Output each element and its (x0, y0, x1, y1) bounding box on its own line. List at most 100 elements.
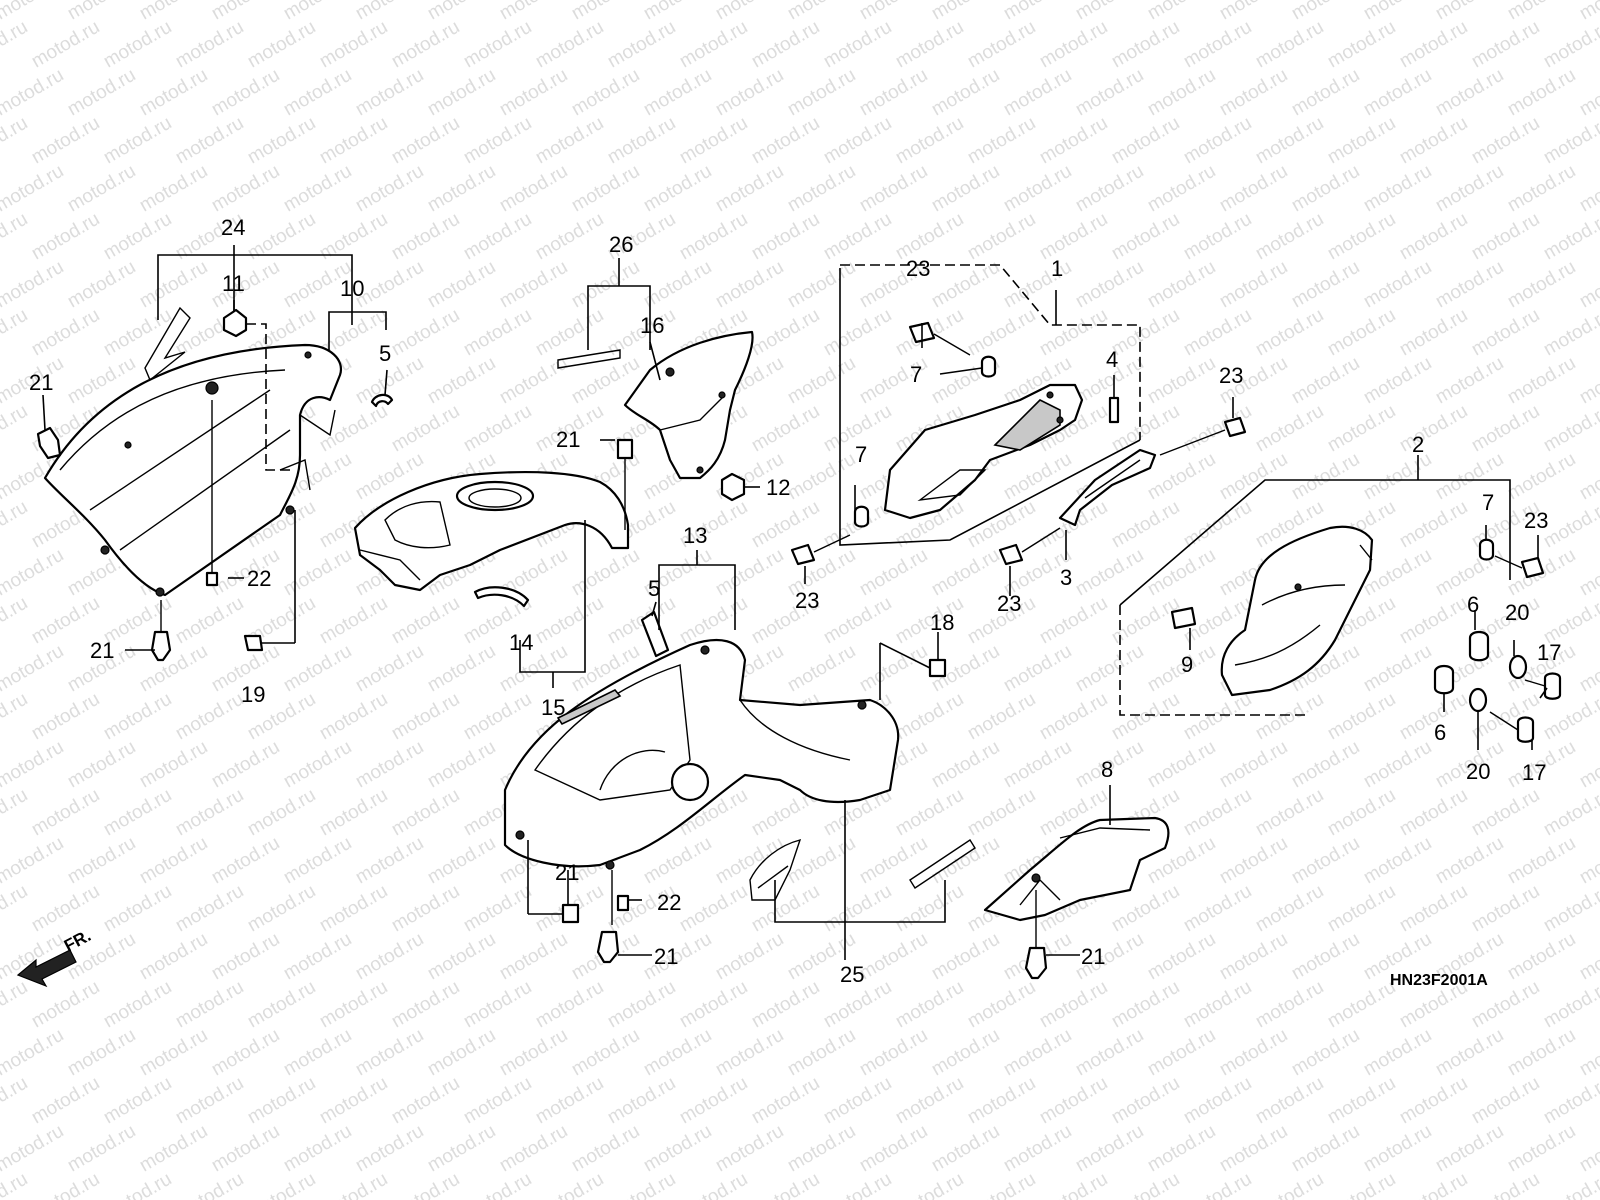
watermark-text: motod.ru (928, 65, 1003, 121)
callout-3: 3 (1060, 565, 1072, 590)
watermark-text: motod.ru (352, 0, 427, 24)
watermark-text: motod.ru (352, 65, 427, 121)
watermark-text: motod.ru (1468, 401, 1543, 457)
watermark-text: motod.ru (568, 161, 643, 217)
watermark-text: motod.ru (1180, 305, 1255, 361)
watermark-text: motod.ru (1576, 161, 1600, 217)
watermark-text: motod.ru (388, 1169, 463, 1200)
watermark-text: motod.ru (856, 161, 931, 217)
watermark-text: motod.ru (1504, 1121, 1579, 1177)
part-screw-17a (1524, 672, 1562, 700)
callout-6-top: 6 (1467, 592, 1479, 617)
watermark-text: motod.ru (1180, 785, 1255, 841)
watermark-text: motod.ru (1504, 65, 1579, 121)
callout-8: 8 (1101, 757, 1113, 782)
watermark-text: motod.ru (1288, 1025, 1363, 1081)
watermark-text: motod.ru (460, 305, 535, 361)
callout-7-left: 7 (855, 442, 867, 467)
watermark-text: motod.ru (0, 641, 67, 697)
watermark-text: motod.ru (604, 1169, 679, 1200)
watermark-text: motod.ru (1144, 929, 1219, 985)
watermark-text: motod.ru (1144, 0, 1219, 24)
watermark-text: motod.ru (100, 1073, 175, 1129)
watermark-text: motod.ru (712, 0, 787, 24)
watermark-text: motod.ru (424, 641, 499, 697)
watermark-text: motod.ru (0, 257, 67, 313)
watermark-text: motod.ru (820, 1169, 895, 1200)
assembly-lines (42, 245, 1548, 960)
part-bolt-18 (879, 642, 947, 700)
watermark-text: motod.ru (1252, 17, 1327, 73)
watermark-text: motod.ru (712, 257, 787, 313)
watermark-text: motod.ru (208, 257, 283, 313)
watermark-text: motod.ru (136, 641, 211, 697)
watermark-text: motod.ru (640, 161, 715, 217)
part-decal-25b (909, 839, 976, 889)
watermark-text: motod.ru (1252, 1073, 1327, 1129)
watermark-text: motod.ru (820, 881, 895, 937)
watermark-text: motod.ru (0, 497, 31, 553)
watermark-text: motod.ru (424, 929, 499, 985)
watermark-text: motod.ru (0, 161, 67, 217)
watermark-text: motod.ru (0, 305, 31, 361)
watermark-text: motod.ru (1216, 833, 1291, 889)
watermark-text: motod.ru (1180, 881, 1255, 937)
watermark-text: motod.ru (1144, 545, 1219, 601)
watermark-text: motod.ru (1396, 1169, 1471, 1200)
watermark-text: motod.ru (136, 161, 211, 217)
watermark-text: motod.ru (244, 977, 319, 1033)
part-rivet-21e (596, 930, 620, 964)
part-collar-7c (1478, 538, 1495, 561)
watermark-text: motod.ru (1072, 65, 1147, 121)
watermark-text: motod.ru (280, 0, 355, 24)
watermark-text: motod.ru (1000, 641, 1075, 697)
watermark-text: motod.ru (352, 641, 427, 697)
part-decal-26 (557, 349, 621, 369)
watermark-text: motod.ru (1468, 113, 1543, 169)
watermark-text: motod.ru (0, 545, 67, 601)
watermark-text: motod.ru (280, 1121, 355, 1177)
watermark-text: motod.ru (1144, 737, 1219, 793)
watermark-text: motod.ru (280, 737, 355, 793)
watermark-text: motod.ru (1000, 1121, 1075, 1177)
part-collar-7a (980, 355, 997, 378)
watermark-text: motod.ru (0, 881, 31, 937)
watermark-text: motod.ru (1000, 737, 1075, 793)
watermark-text: motod.ru (1432, 0, 1507, 24)
watermark-text: motod.ru (1504, 161, 1579, 217)
watermark-text: motod.ru (244, 785, 319, 841)
callout-17-top: 17 (1537, 640, 1561, 665)
watermark-text: motod.ru (460, 209, 535, 265)
watermark-text: motod.ru (1288, 1121, 1363, 1177)
watermark-text: motod.ru (1468, 1169, 1543, 1200)
watermark-text: motod.ru (1036, 305, 1111, 361)
watermark-text: motod.ru (748, 17, 823, 73)
callout-11: 11 (222, 271, 245, 296)
watermark-text: motod.ru (1324, 977, 1399, 1033)
watermark-text: motod.ru (1576, 65, 1600, 121)
callout-25: 25 (840, 962, 864, 987)
part-nut-12 (720, 472, 746, 502)
watermark-text: motod.ru (316, 593, 391, 649)
part-screw-22b (611, 870, 630, 925)
watermark-text: motod.ru (136, 0, 211, 24)
watermark-text: motod.ru (676, 17, 751, 73)
watermark-text: motod.ru (1324, 1073, 1399, 1129)
watermark-text: motod.ru (1540, 497, 1600, 553)
watermark-text: motod.ru (460, 1169, 535, 1200)
watermark-text: motod.ru (784, 449, 859, 505)
callout-23-left: 23 (795, 588, 819, 613)
callout-7-top: 7 (910, 362, 922, 387)
watermark-text: motod.ru (1468, 785, 1543, 841)
watermark-text: motod.ru (568, 65, 643, 121)
watermark-text: motod.ru (1180, 1073, 1255, 1129)
watermark-text: motod.ru (748, 305, 823, 361)
watermark-text: motod.ru (1540, 977, 1600, 1033)
watermark-text: motod.ru (100, 17, 175, 73)
watermark-text: motod.ru (1252, 1169, 1327, 1200)
watermark-text: motod.ru (1324, 1169, 1399, 1200)
watermark-text: motod.ru (496, 65, 571, 121)
watermark-text: motod.ru (1216, 449, 1291, 505)
watermark-text: motod.ru (820, 1073, 895, 1129)
watermark-text: motod.ru (568, 545, 643, 601)
